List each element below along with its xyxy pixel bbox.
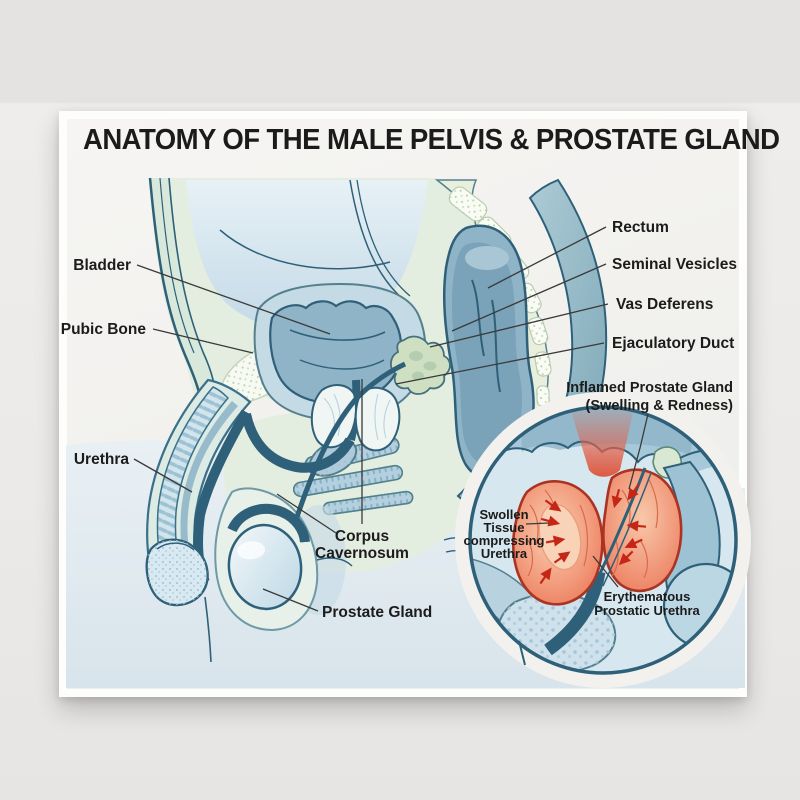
label-seminal-vesicles: Seminal Vesicles bbox=[612, 256, 737, 273]
epididymis-inner bbox=[229, 505, 308, 543]
label-pubic-bone: Pubic Bone bbox=[61, 321, 147, 338]
label-corpus-line2: Cavernosum bbox=[315, 545, 409, 562]
scrotal-fold bbox=[316, 557, 353, 567]
leader-urethra bbox=[133, 458, 193, 493]
seminal-vesicle-shape bbox=[390, 335, 451, 395]
testis-shape bbox=[227, 523, 303, 611]
peritoneum-line bbox=[349, 179, 405, 301]
label-swollen-line3: compressing bbox=[464, 533, 545, 548]
inset-urethra-channel bbox=[594, 467, 647, 583]
median-raphe-line bbox=[204, 596, 212, 663]
label-vas-deferens: Vas Deferens bbox=[616, 296, 713, 313]
label-erythematous-line2: Prostatic Urethra bbox=[594, 603, 700, 618]
inset-red-column bbox=[570, 408, 634, 477]
label-swollen-line1: Swollen bbox=[479, 507, 528, 522]
penis-shaft bbox=[145, 378, 252, 607]
leader-erythematous bbox=[592, 555, 619, 588]
inset-border bbox=[468, 405, 738, 675]
leader-vas-deferens bbox=[429, 303, 609, 348]
vas-deferens-cord-inner bbox=[294, 362, 406, 521]
label-urethra: Urethra bbox=[74, 451, 130, 468]
glans-shape bbox=[145, 538, 209, 607]
prostate-shape-main bbox=[310, 379, 401, 452]
poster-title: ANATOMY OF THE MALE PELVIS & PROSTATE GL… bbox=[83, 124, 780, 156]
labels: Bladder Pubic Bone Urethra Rectum Semina… bbox=[61, 219, 737, 621]
leader-swollen-tissue bbox=[525, 522, 550, 525]
label-prostate-gland: Prostate Gland bbox=[322, 604, 432, 621]
leader-seminal-vesicles bbox=[451, 263, 607, 332]
bladder-wrinkle bbox=[299, 359, 385, 370]
label-swollen-line2: Tissue bbox=[484, 520, 525, 535]
bladder-shape bbox=[253, 282, 427, 422]
label-inflamed-line2: (Swelling & Redness) bbox=[586, 398, 734, 414]
label-inflamed-line1: Inflamed Prostate Gland bbox=[566, 380, 733, 396]
scrotum-testis bbox=[204, 361, 407, 663]
leader-inflamed-prostate bbox=[628, 413, 649, 490]
label-corpus-line1: Corpus bbox=[335, 528, 389, 545]
inset-urethra-channel-edge bbox=[602, 472, 652, 587]
label-rectum: Rectum bbox=[612, 219, 669, 236]
label-bladder: Bladder bbox=[73, 257, 131, 274]
compression-arrows bbox=[539, 483, 647, 585]
inset-halo bbox=[455, 392, 751, 688]
abdomen-fold-line bbox=[219, 229, 391, 270]
inflamed-prostate-right-lobe bbox=[602, 468, 683, 593]
leader-ejaculatory-duct bbox=[395, 342, 605, 385]
label-ejaculatory-duct: Ejaculatory Duct bbox=[612, 335, 734, 352]
rectum-highlight bbox=[465, 246, 509, 270]
rectum-fold bbox=[491, 299, 501, 393]
label-erythematous-line1: Erythematous bbox=[604, 589, 691, 604]
vas-deferens-upper bbox=[356, 179, 411, 297]
rectum-fold bbox=[471, 279, 485, 357]
leader-bladder bbox=[136, 264, 331, 335]
label-swollen-line4: Urethra bbox=[481, 546, 528, 561]
bladder-wrinkle bbox=[289, 329, 386, 341]
leader-prostate-gland bbox=[262, 588, 319, 612]
leader-rectum bbox=[487, 226, 607, 289]
urethra-tube-inner bbox=[242, 413, 353, 471]
inset-tail-line bbox=[518, 640, 526, 666]
leader-lines bbox=[133, 226, 649, 612]
leader-corpus-diagonal bbox=[276, 493, 337, 534]
leader-pubic-bone bbox=[152, 328, 254, 354]
